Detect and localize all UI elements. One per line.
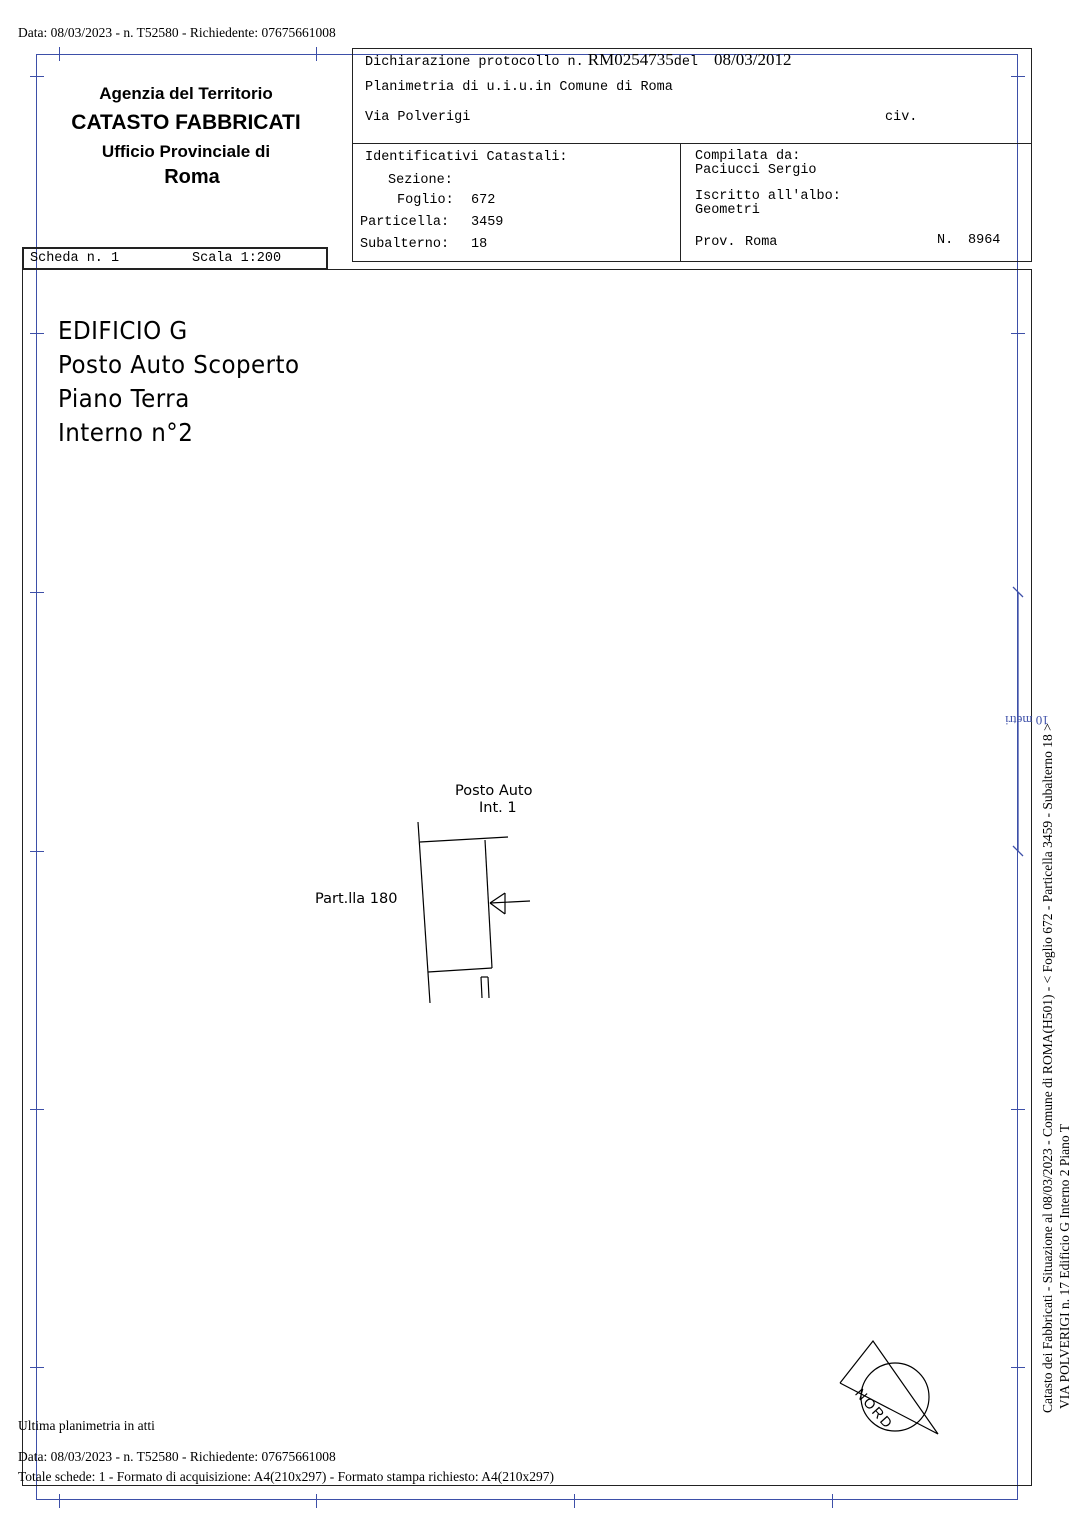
subalterno-label: Subalterno: bbox=[360, 237, 450, 252]
prov-value: Roma bbox=[745, 235, 778, 250]
catasto-title: CATASTO FABBRICATI bbox=[71, 111, 301, 134]
agency-name: Agenzia del Territorio bbox=[99, 84, 273, 103]
civ-label: civ. bbox=[885, 110, 918, 125]
top-meta: Data: 08/03/2023 - n. T52580 - Richieden… bbox=[18, 25, 336, 40]
plan-title-type: Posto Auto Scoperto bbox=[58, 350, 300, 379]
compilata-name: Paciucci Sergio bbox=[695, 163, 817, 178]
compilata-title: Compilata da: bbox=[695, 149, 801, 164]
n-value: 8964 bbox=[968, 233, 1001, 248]
street-line: Via Polverigi bbox=[365, 110, 471, 125]
scheda-label: Scheda n. 1 bbox=[30, 251, 120, 266]
particella-180-label: Part.lla 180 bbox=[315, 891, 398, 907]
footer-totale: Totale schede: 1 - Formato di acquisizio… bbox=[18, 1469, 554, 1484]
scheda-box bbox=[22, 247, 328, 270]
nord-compass-icon bbox=[839, 1339, 939, 1435]
scale-bar bbox=[1012, 586, 1024, 857]
side-info-line-2: VIA POLVERIGI n. 17 Edificio G Interno 2… bbox=[1057, 1124, 1072, 1409]
footer-ultima: Ultima planimetria in atti bbox=[18, 1418, 155, 1433]
foglio-value: 672 bbox=[471, 193, 496, 208]
identificativi-title: Identificativi Catastali: bbox=[365, 150, 568, 165]
declaration-date: 08/03/2012 bbox=[714, 50, 792, 69]
plan-title-interior: Interno n°2 bbox=[58, 418, 194, 447]
int-label: Int. 1 bbox=[479, 800, 517, 816]
protocol-number: RM0254735 bbox=[587, 50, 674, 69]
n-label: N. bbox=[937, 233, 954, 248]
declaration-line: Dichiarazione protocollo n. RM0254735del… bbox=[365, 50, 791, 70]
posto-auto-label: Posto Auto bbox=[455, 783, 533, 799]
foglio-label: Foglio: bbox=[397, 193, 454, 208]
particella-value: 3459 bbox=[471, 215, 504, 230]
sezione-label: Sezione: bbox=[388, 173, 453, 188]
del-label: del bbox=[673, 55, 699, 70]
footer-data: Data: 08/03/2023 - n. T52580 - Richieden… bbox=[18, 1449, 336, 1464]
plan-title-building: EDIFICIO G bbox=[58, 316, 188, 345]
prov-label: Prov. bbox=[695, 235, 736, 250]
planimetria-line: Planimetria di u.i.u.in Comune di Roma bbox=[365, 80, 673, 95]
office-city: Roma bbox=[164, 166, 220, 188]
scala-label: Scala 1:200 bbox=[192, 251, 282, 266]
albo-label: Iscritto all'albo: bbox=[695, 189, 841, 204]
subalterno-value: 18 bbox=[471, 237, 488, 252]
albo-value: Geometri bbox=[695, 203, 760, 218]
particella-label: Particella: bbox=[360, 215, 450, 230]
declaration-prefix: Dichiarazione protocollo n. bbox=[365, 55, 584, 70]
drawing-frame bbox=[22, 269, 1032, 1486]
declaration-box bbox=[352, 48, 1032, 262]
plan-title-floor: Piano Terra bbox=[58, 384, 190, 413]
side-info-line-1: Catasto dei Fabbricati - Situazione al 0… bbox=[1040, 723, 1055, 1413]
ufficio-label: Ufficio Provinciale di bbox=[101, 142, 271, 161]
